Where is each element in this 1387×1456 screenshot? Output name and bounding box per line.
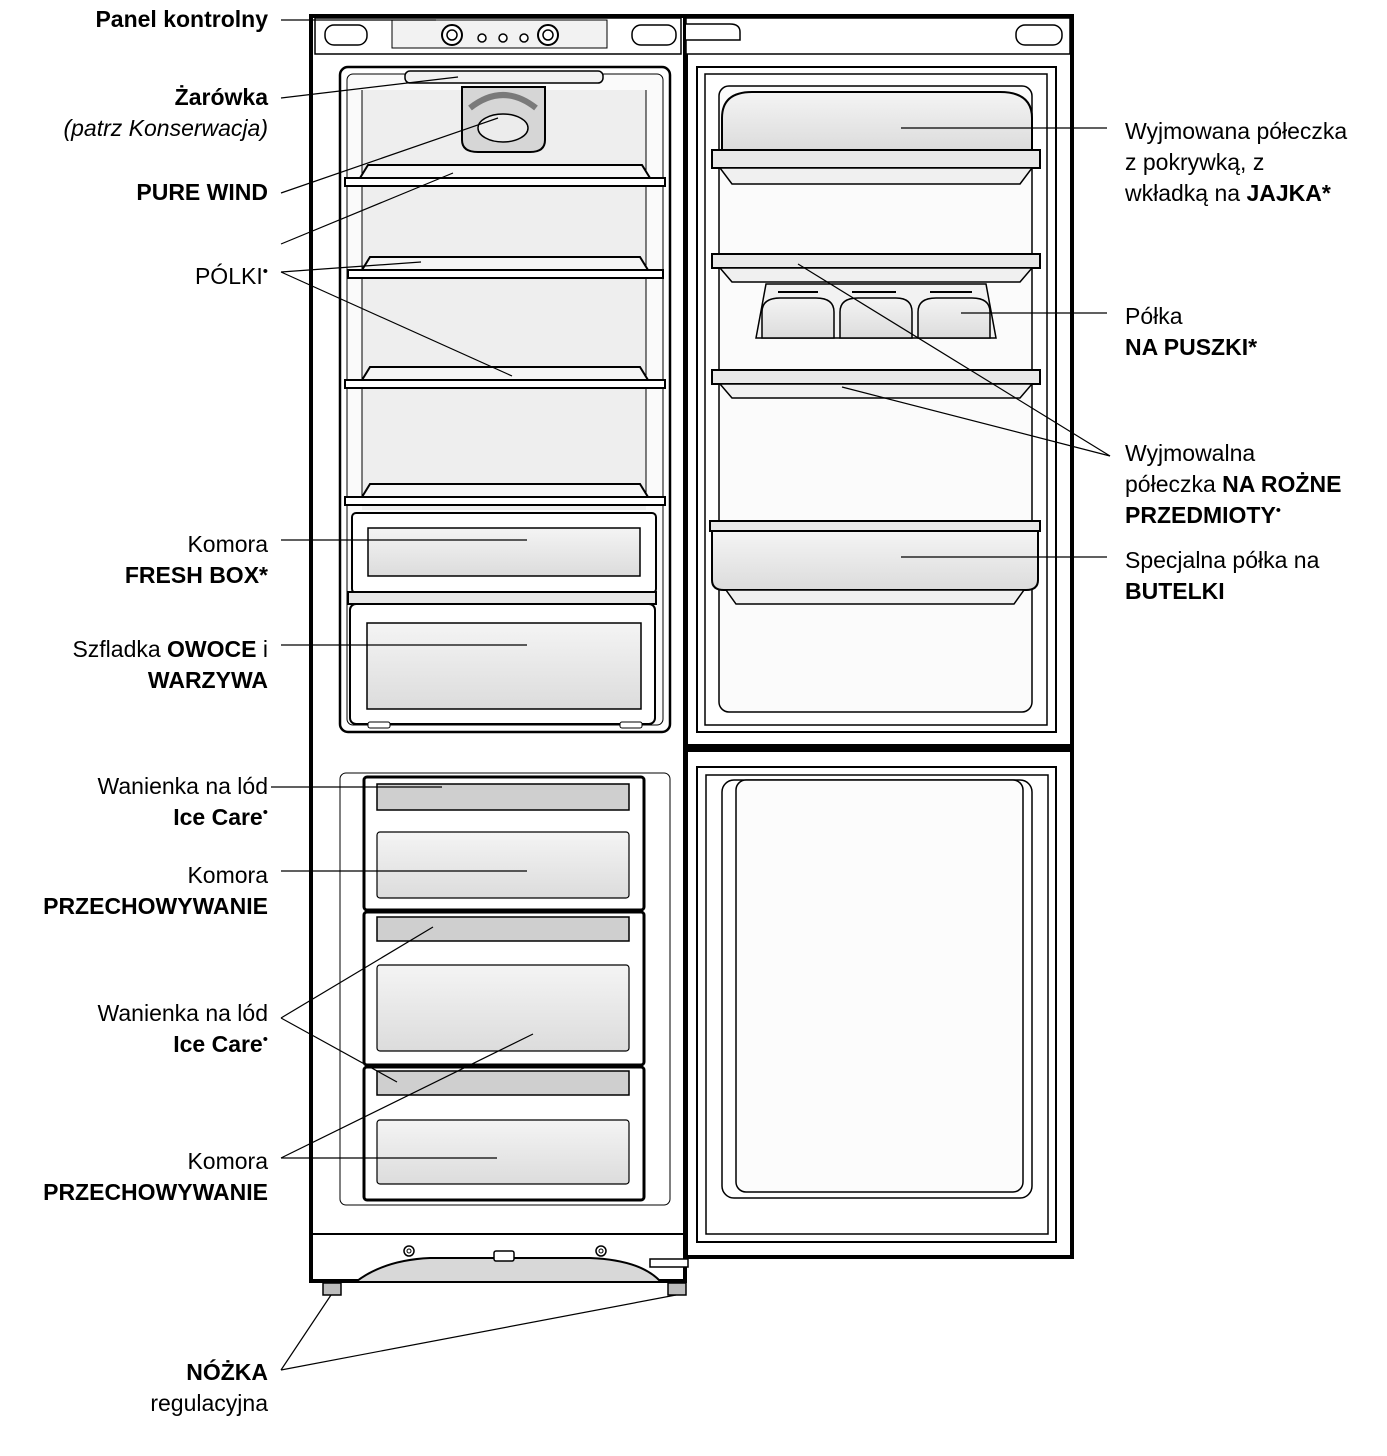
label-bottle-bold: BUTELKI: [1125, 578, 1225, 604]
label-bulb-title: Żarówka: [174, 84, 268, 110]
label-can-shelf: Półka NA PUSZKI*: [1125, 301, 1257, 363]
label-storage-1-line1: Komora: [187, 862, 268, 888]
label-foot-bold: NÓŻKA: [186, 1359, 268, 1385]
label-veg-bold1: OWOCE: [167, 636, 257, 662]
plinth: [311, 1233, 689, 1282]
door-shelf-upper: [711, 253, 1041, 283]
label-storage-1-bold: PRZECHOWYWANIE: [43, 893, 268, 919]
label-fresh-box-line1: Komora: [187, 531, 268, 557]
freezer-drawer-3: [362, 1065, 646, 1202]
label-bottle-line1: Specjalna półka na: [1125, 547, 1320, 573]
leader-lines: [271, 19, 1111, 1371]
label-shelves-text: PÓLKI: [194, 263, 263, 289]
vegetable-drawer: [347, 591, 657, 729]
label-shelves-mark: •: [262, 263, 268, 280]
label-pure-wind-text: PURE WIND: [136, 179, 268, 205]
label-vegetable-drawer: Szfladka OWOCE i WARZYWA: [72, 634, 268, 696]
freezer-door: [684, 748, 1074, 1259]
label-ice-tray-2-bold: Ice Care: [173, 1031, 263, 1057]
label-veg-bold2: WARZYWA: [147, 667, 268, 693]
label-control-panel-text: Panel kontrolny: [95, 6, 268, 32]
freezer-compartment: [339, 772, 671, 1206]
label-ice-tray-1-line1: Wanienka na lód: [97, 773, 268, 799]
fresh-box: [351, 512, 657, 594]
label-ice-tray-2-line1: Wanienka na lód: [97, 1000, 268, 1026]
label-misc-shelf: Wyjmowalna półeczka NA ROŻNE PRZEDMIOTY•: [1125, 438, 1341, 531]
label-foot-line2: regulacyjna: [150, 1390, 268, 1416]
label-storage-2: Komora PRZECHOWYWANIE: [43, 1146, 268, 1208]
label-ice-tray-1-mark: •: [262, 804, 268, 821]
shelf-1: [344, 164, 666, 187]
label-egg-line2: z pokrywką, z: [1125, 149, 1265, 175]
label-ice-tray-2: Wanienka na lód Ice Care•: [98, 998, 268, 1060]
label-ice-tray-1-bold: Ice Care: [173, 804, 263, 830]
label-misc-bold1: NA ROŻNE: [1222, 471, 1342, 497]
label-foot: NÓŻKA regulacyjna: [150, 1357, 268, 1419]
freezer-drawer-2: [362, 910, 646, 1067]
control-panel: [314, 17, 682, 55]
bulb-assembly: [404, 70, 604, 153]
label-veg-pre: Szfladka: [72, 636, 168, 662]
door-shelf-middle: [711, 369, 1041, 399]
label-egg-bold: JAJKA: [1246, 180, 1322, 206]
can-rack: [755, 283, 997, 339]
label-misc-line2: półeczka: [1125, 471, 1223, 497]
label-control-panel: Panel kontrolny: [95, 4, 268, 35]
shelf-4: [344, 483, 666, 506]
label-storage-1: Komora PRZECHOWYWANIE: [43, 860, 268, 922]
label-bottle-shelf: Specjalna półka na BUTELKI: [1125, 545, 1319, 607]
label-can-bold: NA PUSZKI: [1125, 334, 1249, 360]
label-fresh-box-mark: *: [259, 562, 268, 588]
label-misc-line1: Wyjmowalna: [1125, 440, 1256, 466]
label-veg-mid: i: [256, 636, 268, 662]
label-can-mark: *: [1248, 334, 1258, 360]
shelf-2: [347, 256, 664, 279]
label-can-line1: Półka: [1125, 303, 1183, 329]
label-fresh-box: Komora FRESH BOX*: [125, 529, 268, 591]
fridge-shelves: [344, 164, 666, 506]
label-egg-mark: *: [1321, 180, 1331, 206]
label-misc-mark: •: [1275, 502, 1282, 519]
label-fresh-box-bold: FRESH BOX: [124, 562, 260, 588]
door-bottle-shelf: [709, 520, 1041, 605]
label-shelves: PÓLKI•: [195, 261, 268, 292]
label-bulb-note: (patrz Konserwacja): [63, 115, 268, 141]
label-egg-shelf: Wyjmowana półeczka z pokrywką, z wkładką…: [1125, 116, 1347, 209]
label-storage-2-line1: Komora: [187, 1148, 268, 1174]
adjustable-feet: [322, 1282, 687, 1296]
shelf-3: [344, 366, 666, 389]
label-ice-tray-1: Wanienka na lód Ice Care•: [98, 771, 268, 833]
label-egg-line3: wkładką na: [1125, 180, 1247, 206]
label-bulb: Żarówka (patrz Konserwacja): [63, 82, 268, 144]
label-storage-2-bold: PRZECHOWYWANIE: [43, 1179, 268, 1205]
label-pure-wind: PURE WIND: [136, 177, 268, 208]
label-ice-tray-2-mark: •: [262, 1031, 268, 1048]
label-egg-line1: Wyjmowana półeczka: [1125, 118, 1348, 144]
door-egg-shelf: [711, 91, 1041, 185]
freezer-drawer-1: [362, 775, 646, 912]
label-misc-bold2: PRZEDMIOTY: [1125, 502, 1276, 528]
